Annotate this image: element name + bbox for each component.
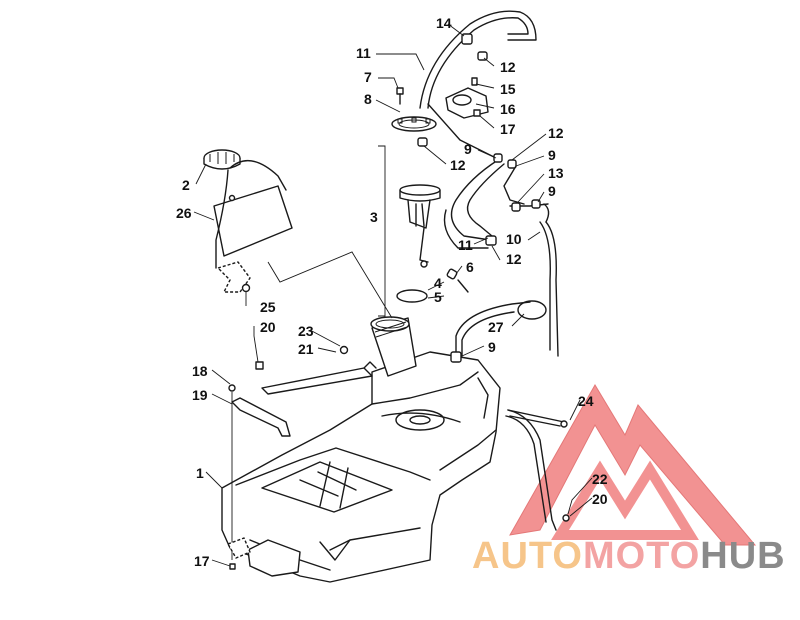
callout-20: 20 xyxy=(260,319,276,335)
watermark-hub: HUB xyxy=(700,535,785,577)
callout-9: 9 xyxy=(488,339,496,355)
callout-27: 27 xyxy=(488,319,504,335)
callout-9: 9 xyxy=(464,141,472,157)
fuel-cap xyxy=(203,149,241,170)
hose-clamp xyxy=(517,300,547,320)
callouts: 14 11 12 7 15 8 16 17 12 9 9 12 13 9 2 2… xyxy=(176,15,608,569)
callout-24: 24 xyxy=(578,393,594,409)
callout-1: 1 xyxy=(196,465,204,481)
shield-bracket xyxy=(217,261,251,293)
watermark-text: AUTOMOTOHUB xyxy=(472,535,786,577)
callout-7: 7 xyxy=(364,69,372,85)
callout-4: 4 xyxy=(434,275,442,291)
return-hose xyxy=(450,301,531,363)
vent-hose xyxy=(419,10,537,109)
callout-8: 8 xyxy=(364,91,372,107)
callout-25: 25 xyxy=(260,299,276,315)
leader-lines xyxy=(193,23,593,567)
mount-bracket xyxy=(228,384,291,560)
rubber-pad xyxy=(227,537,251,570)
fitting-12 xyxy=(417,137,428,147)
screw-7 xyxy=(396,87,404,105)
callout-17: 17 xyxy=(194,553,210,569)
callout-11: 11 xyxy=(356,45,371,61)
right-strap xyxy=(505,409,570,531)
callout-11: 11 xyxy=(458,237,473,253)
callout-12: 12 xyxy=(450,157,466,173)
callout-5: 5 xyxy=(434,289,442,305)
callout-20: 20 xyxy=(592,491,608,507)
filler-neck xyxy=(370,316,417,377)
callout-18: 18 xyxy=(192,363,208,379)
callout-10: 10 xyxy=(506,231,522,247)
callout-12: 12 xyxy=(548,125,564,141)
o-ring xyxy=(396,289,428,303)
grommet xyxy=(446,268,469,293)
callout-9: 9 xyxy=(548,147,556,163)
callout-15: 15 xyxy=(500,81,516,97)
tank-strap xyxy=(261,345,377,395)
callout-6: 6 xyxy=(466,259,474,275)
vent-valve xyxy=(445,77,489,119)
fastener-20 xyxy=(255,361,264,370)
callout-22: 22 xyxy=(592,471,608,487)
callout-2: 2 xyxy=(182,177,190,193)
fuel-sender xyxy=(378,145,441,317)
callout-3: 3 xyxy=(370,209,378,225)
fuel-tank xyxy=(221,351,501,583)
callout-23: 23 xyxy=(298,323,314,339)
callout-12: 12 xyxy=(500,59,516,75)
fuel-hoses xyxy=(427,103,559,357)
callout-12: 12 xyxy=(506,251,522,267)
callout-21: 21 xyxy=(298,341,314,357)
watermark-auto: AUTO xyxy=(472,535,583,577)
lock-ring xyxy=(391,116,437,132)
callout-19: 19 xyxy=(192,387,208,403)
callout-14: 14 xyxy=(436,15,452,31)
callout-16: 16 xyxy=(500,101,516,117)
callout-26: 26 xyxy=(176,205,192,221)
cap-shield xyxy=(213,159,293,269)
callout-9: 9 xyxy=(548,183,556,199)
callout-13: 13 xyxy=(548,165,564,181)
callout-17: 17 xyxy=(500,121,516,137)
watermark-logo xyxy=(509,384,757,546)
watermark-moto: MOTO xyxy=(583,535,700,577)
